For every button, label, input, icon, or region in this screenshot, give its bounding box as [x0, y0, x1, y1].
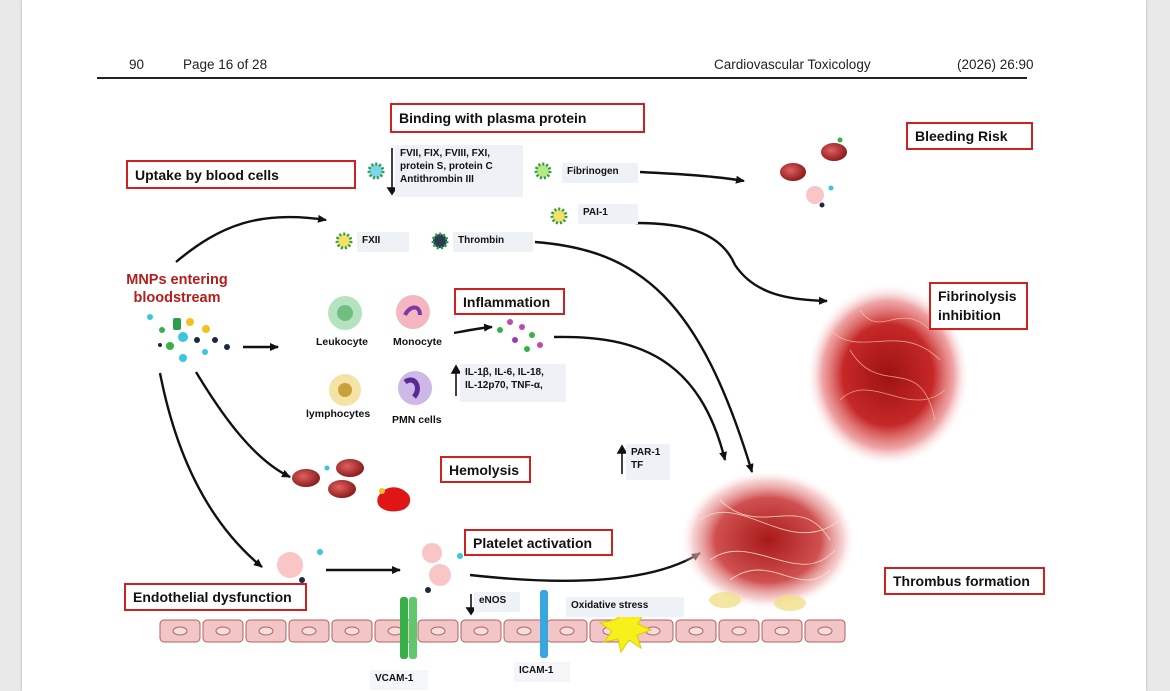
binding-plasma-protein-box: Binding with plasma protein: [390, 103, 645, 133]
endothelial-nucleus: [258, 626, 274, 636]
oxidative-text: Oxidative stress: [571, 600, 649, 611]
hemolysis-rbcs: [292, 459, 411, 512]
hemolysis-label: Hemolysis: [449, 461, 520, 478]
cytokines-line1: IL-1β, IL-6, IL-18,: [465, 367, 544, 378]
arrow-cytokines-thrombus: [553, 335, 727, 461]
factors-line3: Antithrombin III: [400, 174, 474, 185]
arrow-to-hemolysis: [194, 371, 291, 479]
endothelial-nucleus: [215, 626, 231, 636]
pai-text: PAI-1: [583, 207, 608, 218]
lymphocytes-label: lymphocytes: [306, 408, 371, 420]
mnp-title: MNPs entering bloodstream: [122, 271, 232, 307]
fibrinogen-text: Fibrinogen: [567, 166, 619, 177]
enos-text: eNOS: [479, 595, 507, 606]
endothelial-nucleus: [430, 626, 446, 636]
endothelial-nucleus: [774, 626, 790, 636]
hemolysis-box: Hemolysis: [440, 456, 531, 483]
arrow-platelet-thrombus: [469, 551, 701, 583]
endothelial-nucleus: [172, 626, 188, 636]
inflammation-label: Inflammation: [463, 293, 551, 310]
binding-label: Binding with plasma protein: [399, 110, 587, 126]
par-line2: TF: [631, 460, 644, 471]
monocyte-graphic: [396, 295, 430, 329]
par-tf-label: PAR-1 TF: [626, 444, 670, 480]
bleeding-risk-box: Bleeding Risk: [906, 122, 1033, 150]
icam-label: ICAM-1: [514, 662, 570, 682]
vcam-graphic: [400, 597, 417, 659]
vcam-text: VCAM-1: [375, 673, 414, 684]
fibrinolysis-label-2: inhibition: [938, 307, 1001, 323]
protein-particles: [335, 162, 568, 250]
endothelial-nucleus: [473, 626, 489, 636]
bleeding-label: Bleeding Risk: [915, 128, 1008, 144]
leukocyte-graphic: [328, 296, 362, 330]
fxii-text: FXII: [362, 235, 381, 246]
arrow-to-proteins: [175, 214, 327, 263]
page-count: Page 16 of 28: [183, 57, 268, 72]
endothelial-nucleus: [731, 626, 747, 636]
monocyte-label: Monocyte: [393, 336, 443, 348]
cytokines-label: IL-1β, IL-6, IL-18, IL-12p70, TNF-α,: [460, 364, 566, 402]
endothelial-dysfunction-box: Endothelial dysfunction: [124, 583, 307, 611]
page-number: 90: [129, 57, 145, 72]
bleeding-rbcs: [780, 137, 847, 208]
inflammation-box: Inflammation: [454, 288, 565, 315]
arrow-fibrinogen-bleeding: [639, 170, 745, 184]
pmn-label: PMN cells: [392, 414, 442, 426]
arrow-pai-fibrinolysis: [635, 221, 828, 305]
pmn-graphic: [398, 371, 432, 405]
arrow-thrombin-thrombus: [534, 240, 754, 473]
platelets: [277, 543, 463, 593]
fibrinolysis-label-1: Fibrinolysis: [938, 288, 1017, 304]
pai-label: PAI-1: [578, 204, 638, 224]
mnp-cluster: [147, 314, 230, 362]
thrombus-clot: [680, 470, 856, 610]
header-rule: [97, 77, 1027, 79]
endothelial-nucleus: [688, 626, 704, 636]
endothelial-layer: [159, 619, 846, 643]
factors-line2: protein S, protein C: [400, 161, 493, 172]
uptake-label: Uptake by blood cells: [135, 166, 279, 183]
endothelial-nucleus: [559, 626, 575, 636]
endothelial-nucleus: [817, 626, 833, 636]
enos-label: eNOS: [474, 592, 520, 612]
endothelial-nucleus: [516, 626, 532, 636]
factors-line1: FVII, FIX, FVIII, FXI,: [400, 148, 491, 159]
coagulation-factors-label: FVII, FIX, FVIII, FXI, protein S, protei…: [395, 145, 523, 197]
fibrinogen-label: Fibrinogen: [562, 163, 638, 183]
fibrinolysis-inhibition-box: Fibrinolysis inhibition: [929, 282, 1028, 330]
par-line1: PAR-1: [631, 447, 661, 458]
mnp-title-line2: bloodstream: [133, 290, 221, 306]
leukocyte-label: Leukocyte: [316, 336, 368, 348]
journal-name: Cardiovascular Toxicology: [714, 57, 871, 72]
cytokine-cluster: [497, 319, 543, 352]
oxidative-stress-label: Oxidative stress: [566, 597, 684, 617]
uptake-blood-cells-box: Uptake by blood cells: [126, 160, 356, 189]
thrombus-label: Thrombus formation: [893, 573, 1030, 589]
vcam-label: VCAM-1: [370, 670, 428, 690]
arrow-to-endothelium: [158, 372, 263, 568]
thrombin-text: Thrombin: [458, 235, 505, 246]
citation: (2026) 26:90: [957, 57, 1034, 72]
icam-graphic: [540, 590, 548, 658]
fxii-label: FXII: [357, 232, 409, 252]
cytokines-line2: IL-12p70, TNF-α,: [465, 380, 543, 391]
platelet-activation-box: Platelet activation: [464, 529, 613, 556]
lymphocyte-graphic: [329, 374, 361, 406]
thrombin-label: Thrombin: [453, 232, 533, 252]
icam-text: ICAM-1: [519, 665, 554, 676]
endothelial-nucleus: [344, 626, 360, 636]
thrombus-formation-box: Thrombus formation: [884, 567, 1045, 595]
endothelial-nucleus: [387, 626, 403, 636]
endothelial-label: Endothelial dysfunction: [133, 589, 292, 605]
platelet-label: Platelet activation: [473, 534, 593, 551]
endothelial-nucleus: [301, 626, 317, 636]
mnp-title-line1: MNPs entering: [126, 272, 228, 288]
arrow-monocyte-cytokines: [453, 323, 493, 335]
